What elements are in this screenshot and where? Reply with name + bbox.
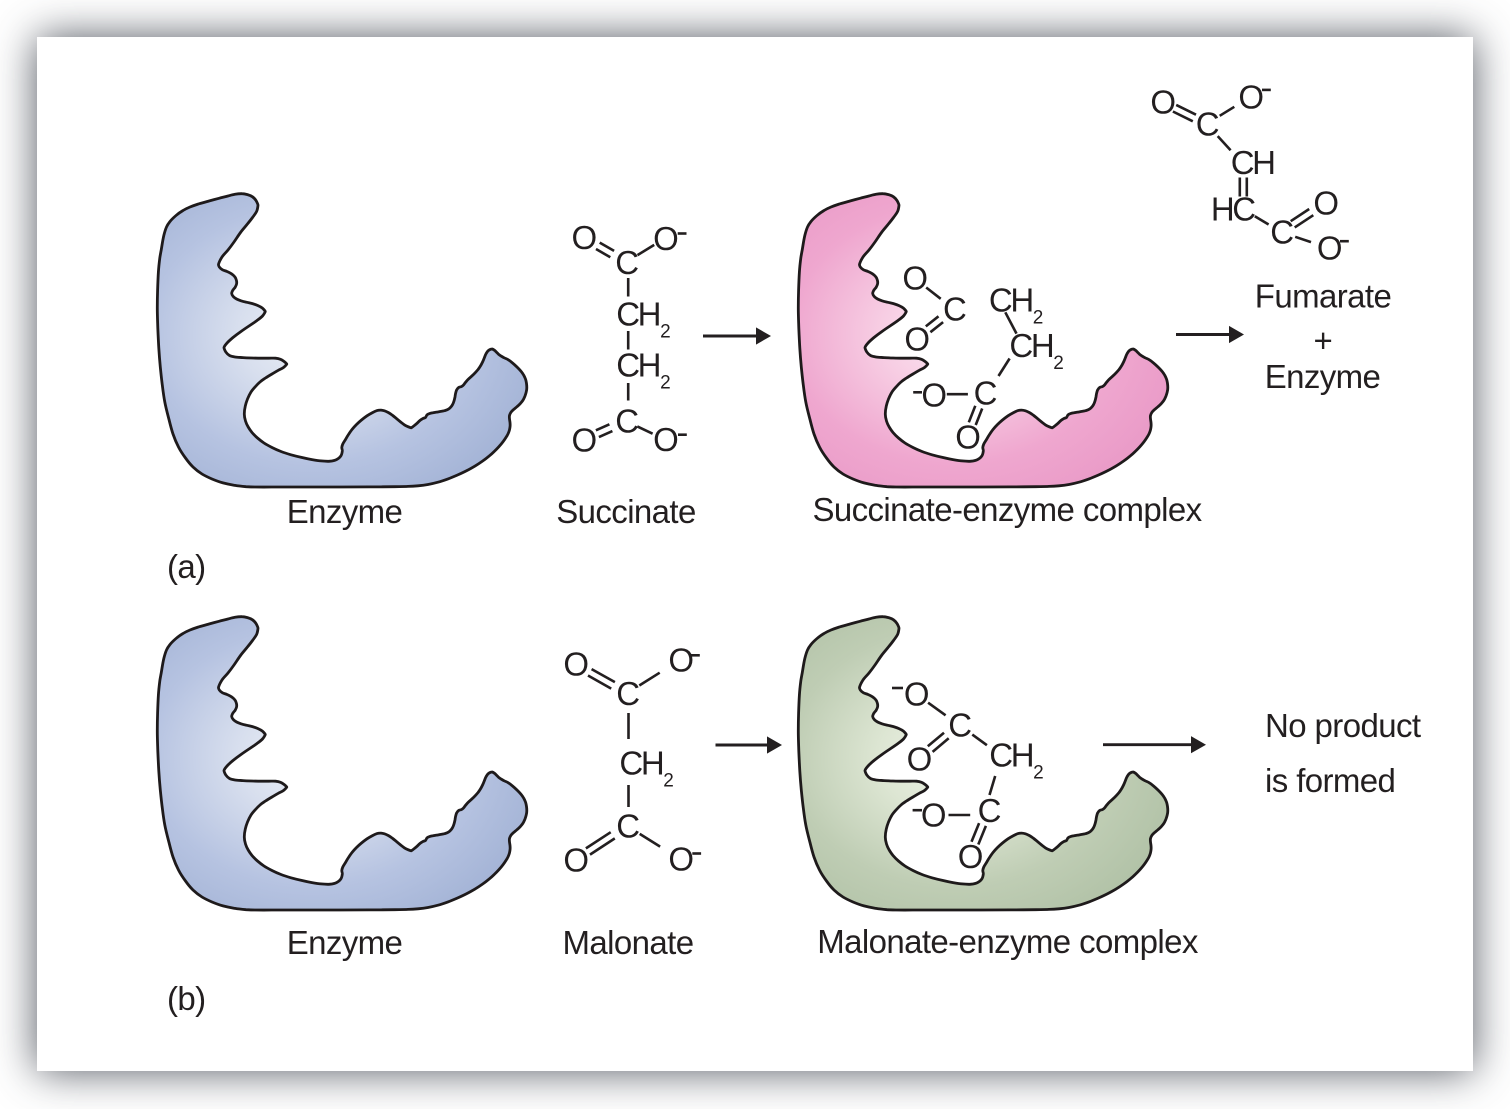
svg-text:C: C [948,707,971,744]
svg-text:O: O [563,842,588,879]
svg-text:O: O [902,260,927,297]
svg-text:Succinate-enzyme complex: Succinate-enzyme complex [812,491,1202,528]
svg-text:O: O [1317,230,1342,267]
svg-text:C: C [978,792,1001,829]
svg-text:O: O [563,646,588,683]
svg-text:(b): (b) [167,980,206,1017]
svg-text:O: O [1238,79,1263,116]
svg-text:O: O [904,321,929,358]
svg-text:O: O [904,675,929,712]
svg-text:C: C [1270,214,1293,251]
svg-text:C: C [615,403,638,440]
svg-text:CH2: CH2 [619,744,673,791]
svg-text:Malonate: Malonate [563,924,694,961]
svg-text:Enzyme: Enzyme [287,924,403,961]
svg-text:O: O [653,220,678,257]
svg-text:is formed: is formed [1265,762,1395,799]
svg-text:O: O [572,219,597,256]
svg-text:C: C [1196,106,1219,143]
svg-text:O: O [572,422,597,459]
svg-text:O: O [1150,84,1175,121]
svg-text:C: C [943,291,966,328]
svg-text:CH: CH [1231,144,1274,181]
svg-text:CH2: CH2 [616,346,670,393]
svg-text:Enzyme: Enzyme [1265,358,1381,395]
svg-text:O: O [921,376,946,413]
svg-text:No product: No product [1265,707,1421,744]
svg-text:(a): (a) [167,548,206,585]
svg-text:O: O [653,421,678,458]
svg-text:HC: HC [1211,191,1255,228]
svg-text:O: O [1313,185,1338,222]
svg-text:CH2: CH2 [616,296,670,343]
svg-text:CH2: CH2 [989,737,1043,784]
svg-text:O: O [921,797,946,834]
svg-text:C: C [616,675,639,712]
svg-text:O: O [955,419,980,456]
svg-text:Malonate-enzyme complex: Malonate-enzyme complex [817,923,1199,960]
svg-text:O: O [668,841,693,878]
svg-text:+: + [1313,322,1332,359]
svg-text:O: O [907,741,932,778]
svg-text:Succinate: Succinate [556,493,696,530]
svg-text:CH2: CH2 [1009,327,1063,374]
svg-text:O: O [668,642,693,679]
svg-text:O: O [958,838,983,875]
svg-text:C: C [616,808,639,845]
svg-text:CH2: CH2 [989,282,1043,329]
svg-text:Fumarate: Fumarate [1255,278,1391,315]
svg-text:Enzyme: Enzyme [287,493,403,530]
svg-text:C: C [615,244,638,281]
svg-text:C: C [974,374,997,411]
